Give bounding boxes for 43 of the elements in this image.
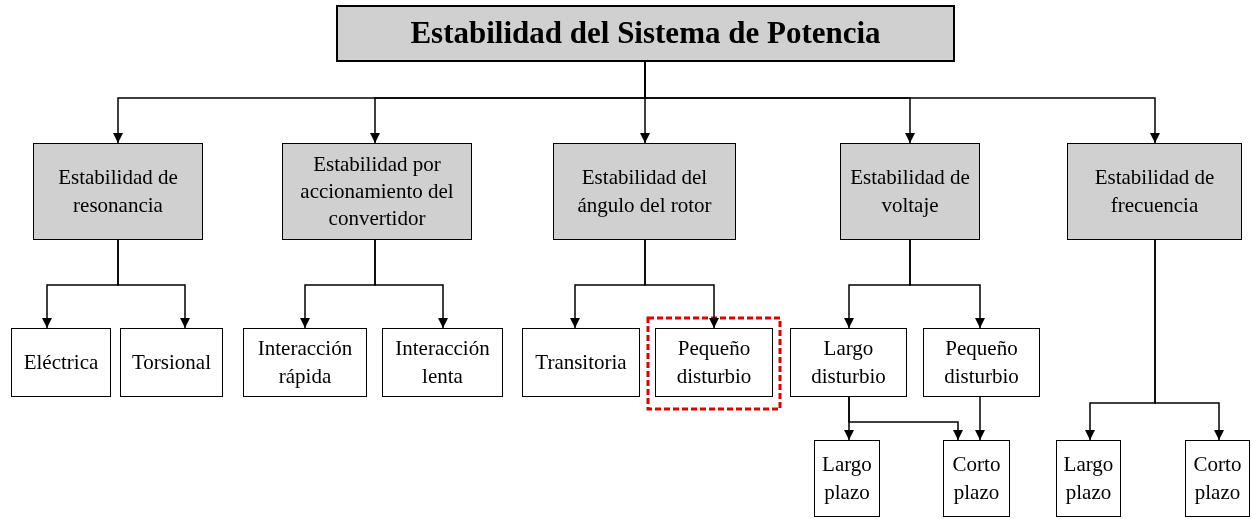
box-label: Interacción rápida bbox=[256, 335, 354, 390]
subcategory-box bbox=[814, 440, 880, 517]
category-box bbox=[33, 143, 203, 240]
box-label: Pequeño disturbio bbox=[943, 335, 1020, 390]
title-box bbox=[336, 5, 955, 62]
box-label: Largo plazo bbox=[1062, 451, 1115, 506]
box-label: Estabilidad de frecuencia bbox=[1093, 164, 1216, 219]
box-label: Pequeño disturbio bbox=[675, 335, 753, 390]
arrow bbox=[117, 239, 191, 329]
subcategory-box bbox=[243, 328, 367, 397]
box-label: Torsional bbox=[131, 348, 212, 376]
box-label: Estabilidad del Sistema de Potencia bbox=[409, 14, 882, 53]
subcategory-box bbox=[655, 328, 773, 397]
category-box bbox=[1067, 143, 1242, 240]
subcategory-box bbox=[923, 328, 1040, 397]
box-label: Estabilidad de voltaje bbox=[849, 164, 971, 219]
subcategory-box bbox=[120, 328, 223, 397]
arrow bbox=[1154, 239, 1225, 441]
category-box bbox=[840, 143, 980, 240]
arrow bbox=[644, 239, 720, 329]
arrow bbox=[374, 239, 449, 329]
category-box bbox=[282, 143, 472, 240]
box-label: Corto plazo bbox=[951, 451, 1002, 506]
box-label: Largo disturbio bbox=[810, 335, 887, 390]
box-label: Estabilidad de resonancia bbox=[57, 164, 179, 219]
box-label: Eléctrica bbox=[22, 348, 100, 376]
subcategory-box bbox=[943, 440, 1010, 517]
category-box bbox=[553, 143, 736, 240]
subcategory-box bbox=[382, 328, 503, 397]
box-label: Transitoria bbox=[534, 348, 628, 376]
box-label: Interacción lenta bbox=[394, 335, 491, 390]
arrow bbox=[974, 396, 986, 441]
subcategory-box bbox=[790, 328, 907, 397]
subcategory-box bbox=[11, 328, 111, 397]
arrow bbox=[909, 239, 986, 329]
box-label: Estabilidad por accionamiento del convertidor bbox=[299, 150, 455, 233]
arrow bbox=[848, 396, 964, 441]
subcategory-box bbox=[1185, 440, 1250, 517]
subcategory-box bbox=[1056, 440, 1121, 517]
box-label: Largo plazo bbox=[821, 451, 873, 506]
subcategory-box bbox=[522, 328, 640, 397]
box-label: Corto plazo bbox=[1192, 451, 1243, 506]
box-label: Estabilidad del ángulo del rotor bbox=[576, 164, 713, 219]
